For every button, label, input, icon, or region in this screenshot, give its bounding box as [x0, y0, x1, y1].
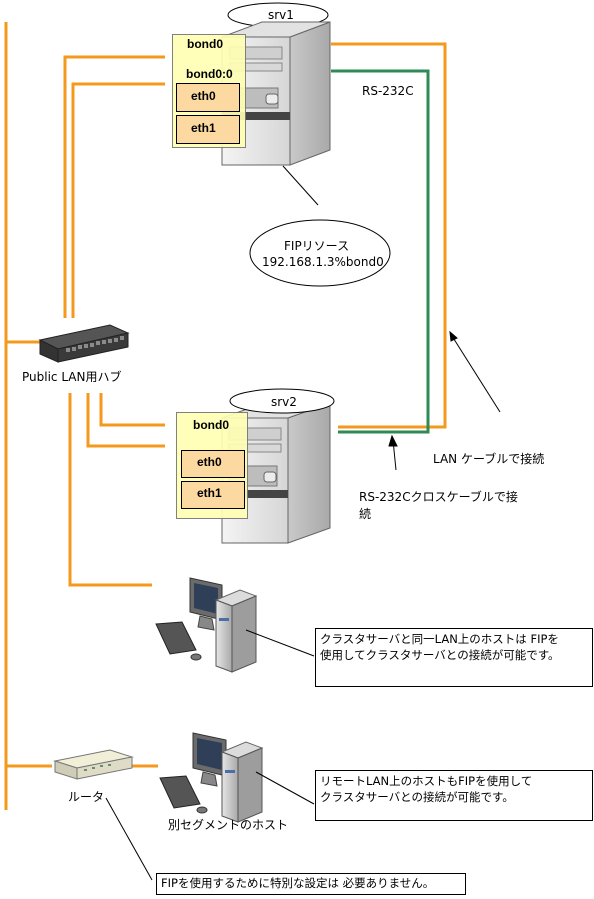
- lan-srv1-bond0: [63, 55, 165, 318]
- srv1-side-panel: [289, 21, 331, 166]
- srv2-name-ellipse: [229, 388, 335, 414]
- lan-cables: [4, 22, 447, 810]
- note-remote-lan-line1: リモートLAN上のホストもFIPを使用して: [320, 774, 533, 788]
- note-same-lan-line1: クラスタサーバと同一LAN上のホストは FIPを: [320, 632, 559, 646]
- lan-hub-srv2-eth: [86, 393, 165, 448]
- router-icon[interactable]: [53, 749, 134, 780]
- srv2-eth0-box[interactable]: [181, 450, 245, 478]
- srv2-eth0-label: eth0: [197, 455, 222, 469]
- note-same-lan: クラスタサーバと同一LAN上のホストは FIPを 使用してクラスタサーバとの接続…: [315, 628, 593, 687]
- lan-cable-arrow: [451, 335, 501, 413]
- hub-label: Public LAN用ハブ: [22, 370, 122, 384]
- cross-cable-label-line2: 続: [359, 507, 372, 521]
- srv2-name-label: srv2: [271, 395, 297, 409]
- srv1-eth0-label: eth0: [191, 89, 216, 103]
- client-pc-icon[interactable]: [155, 577, 258, 673]
- lan-hub-srv2-bond0: [99, 393, 165, 427]
- note-router: FIPを使用するために特別な設定は 必要ありません。: [156, 873, 466, 895]
- srv1-eth0-box[interactable]: [176, 83, 240, 112]
- fip-ellipse: [249, 219, 391, 287]
- srv1-eth1-box[interactable]: [176, 115, 240, 144]
- srv2-eth1-box[interactable]: [181, 481, 245, 509]
- lan-srv1-srv2-interconnect: [331, 42, 447, 429]
- rs232c-label: RS-232C: [362, 84, 414, 98]
- client-note-pointer: [245, 629, 315, 657]
- srv2-stripe: [222, 490, 288, 498]
- note-router-text: FIPを使用するために特別な設定は 必要ありません。: [161, 876, 435, 890]
- srv1-bond0-alias-label: bond0:0: [186, 67, 233, 81]
- lan-cable-arrowhead: [449, 330, 458, 342]
- router-label: ルータ: [68, 790, 105, 804]
- hub-icon[interactable]: [38, 324, 130, 363]
- remote-host-pc-icon[interactable]: [159, 732, 264, 823]
- srv2-button: [263, 471, 277, 483]
- srv1-bond0-label: bond0: [187, 37, 223, 51]
- srv2-eth1-label: eth1: [197, 486, 222, 500]
- lan-hub-client: [68, 393, 152, 587]
- srv2-bond0-label: bond0: [193, 418, 229, 432]
- note-remote-lan: リモートLAN上のホストもFIPを使用して クラスタサーバとの接続が可能です。: [315, 770, 593, 821]
- lan-srv1-bond0-alias: [71, 82, 165, 318]
- srv1-eth1-label: eth1: [191, 121, 216, 135]
- cross-cable-label-line1: RS-232Cクロスケーブルで接: [359, 490, 518, 504]
- srv1-button: [265, 93, 279, 105]
- rs232c-cable: [331, 69, 430, 434]
- cross-cable-arrowhead: [388, 434, 398, 447]
- fip-resource-label: FIPリソース: [284, 239, 350, 253]
- router-note-pointer: [105, 797, 153, 881]
- srv1-fip-pointer: [282, 165, 319, 206]
- remote-note-pointer: [255, 771, 315, 805]
- remote-host-label: 別セグメントのホスト: [168, 818, 289, 832]
- arrows: [388, 330, 501, 471]
- fip-address-label: 192.168.1.3%bond0: [262, 255, 384, 269]
- hub-ports: [66, 336, 124, 352]
- srv1-name-label: srv1: [268, 8, 294, 22]
- srv2-side-panel: [287, 402, 331, 544]
- note-remote-lan-line2: クラスタサーバとの接続が可能です。: [320, 790, 514, 804]
- srv1-stripe: [222, 112, 290, 120]
- note-same-lan-line2: 使用してクラスタサーバとの接続が可能です。: [320, 648, 560, 662]
- lan-cable-label: LAN ケーブルで接続: [433, 452, 545, 466]
